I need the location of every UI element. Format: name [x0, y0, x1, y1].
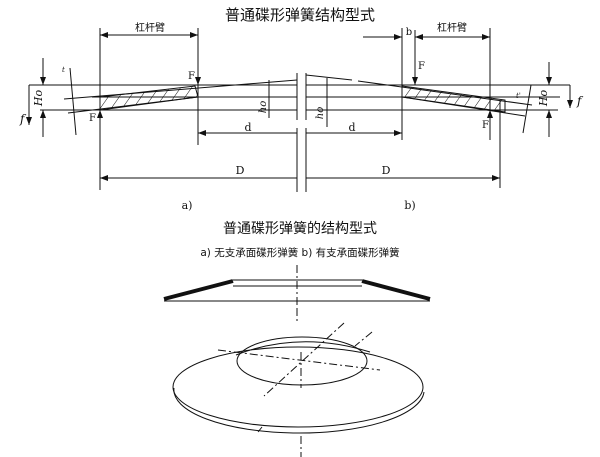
thickness-label-a: t — [62, 66, 65, 74]
lever-arm-label-b: 杠杆臂 — [437, 21, 467, 34]
caption-title: 普通碟形弹簧的结构型式 — [223, 221, 377, 237]
cone-height-label-a: ho — [258, 101, 269, 113]
outer-diameter-label-a: D — [236, 164, 245, 177]
inner-diameter-label-b: d — [348, 121, 355, 134]
force-label-b-bottom: F — [482, 120, 489, 131]
bearing-width-label: b — [406, 27, 412, 38]
spring-cross-section — [163, 265, 431, 316]
inner-diameter-label-a: d — [244, 121, 251, 134]
free-height-label-b: Ho — [537, 90, 550, 108]
figure-a: 杠杆臂 Ho f t F F ho d D a) — [19, 21, 298, 212]
spring-isometric-view — [172, 308, 425, 457]
caption-subtitle: a) 无支承面碟形弹簧 b) 有支承面碟形弹簧 — [200, 246, 399, 259]
force-label-a-bottom: F — [89, 113, 96, 124]
thickness-marker-a — [69, 67, 77, 136]
force-label-b-top: F — [418, 61, 425, 72]
figure-b-label: b) — [404, 199, 415, 212]
thickness-label-b: t' — [516, 92, 521, 100]
thickness-marker-b — [522, 84, 532, 134]
cone-height-label-b: ho — [315, 107, 326, 119]
free-height-label-a: Ho — [32, 90, 45, 108]
page-title: 普通碟形弹簧结构型式 — [225, 6, 375, 24]
figure-b: b 杠杆臂 F F t' Ho f ho d D b) — [305, 21, 584, 212]
deflection-label-b: f — [576, 94, 584, 108]
deflection-label-a: f — [19, 112, 27, 126]
outer-diameter-label-b: D — [382, 164, 391, 177]
figure-a-label: a) — [182, 199, 193, 212]
force-label-a-top: F — [188, 71, 195, 82]
lever-arm-label-a: 杠杆臂 — [135, 21, 165, 34]
hatched-section-b — [401, 85, 506, 113]
